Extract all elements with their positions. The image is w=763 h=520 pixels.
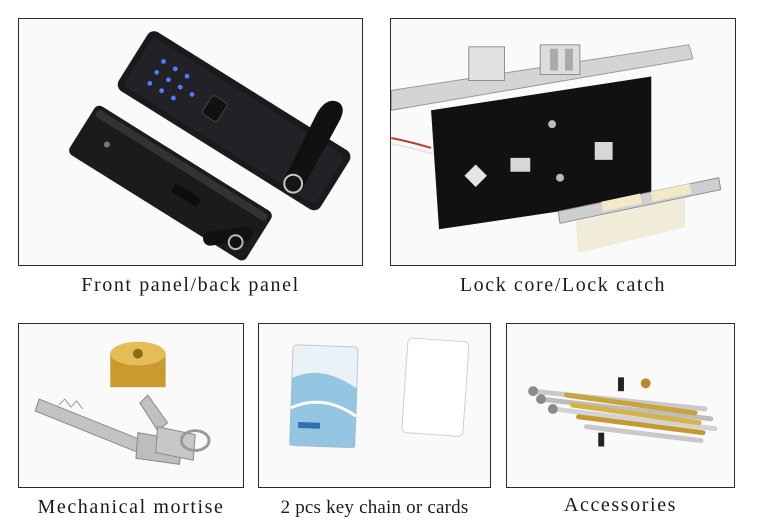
accessories-image <box>506 323 735 488</box>
access-card-icon <box>259 324 490 487</box>
cards-caption: 2 pcs key chain or cards <box>280 497 469 518</box>
accessories-caption: Accessories <box>563 494 678 516</box>
mortise-lock-body-icon <box>391 19 735 265</box>
front-back-panel-caption: Front panel/back panel <box>81 274 300 296</box>
front-back-panel-image <box>18 18 363 266</box>
mechanical-mortise-image <box>18 323 244 488</box>
lock-core-caption: Lock core/Lock catch <box>459 274 667 296</box>
key-cylinder-icon <box>19 324 243 487</box>
screw-set-icon <box>507 324 734 487</box>
lock-core-image <box>390 18 736 266</box>
digital-door-lock-icon <box>19 19 362 265</box>
mechanical-mortise-caption: Mechanical mortise <box>37 496 225 518</box>
cards-image <box>258 323 491 488</box>
